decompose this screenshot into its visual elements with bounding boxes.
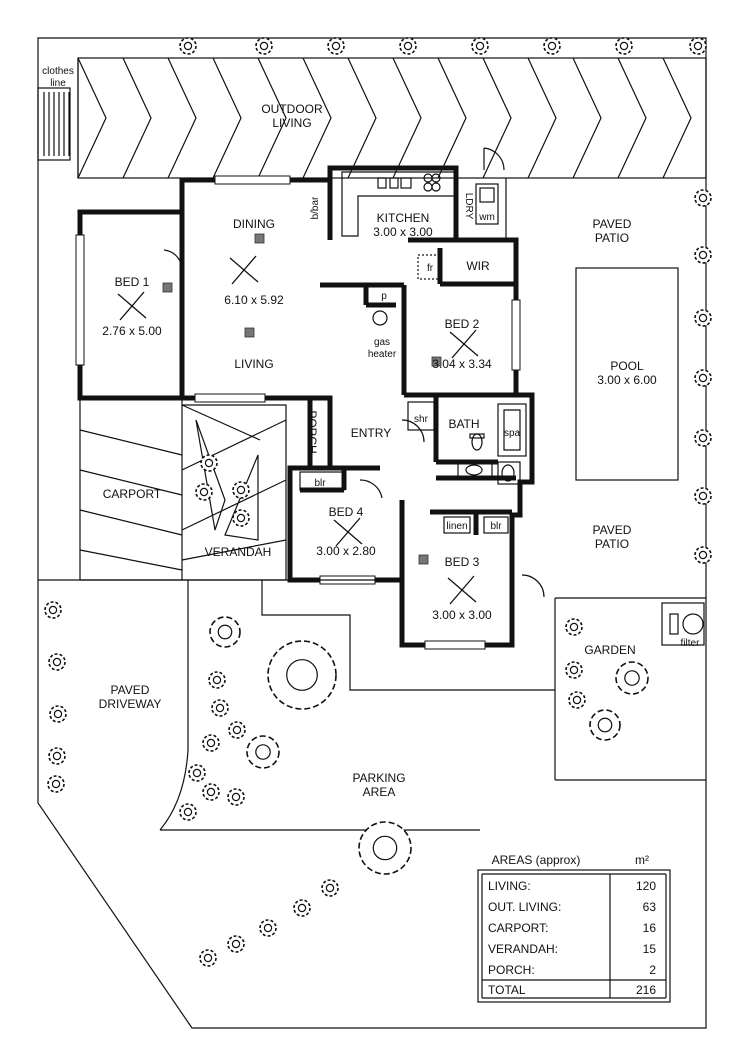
house-walls bbox=[77, 165, 535, 648]
living-dining-dimension: 6.10 x 5.92 bbox=[224, 293, 284, 307]
clothes-line: clothes line bbox=[37, 66, 74, 161]
paved-patio-top-label: PAVED bbox=[593, 217, 632, 231]
paved-driveway-label: DRIVEWAY bbox=[99, 697, 162, 711]
pool-dimension: 3.00 x 6.00 bbox=[597, 373, 657, 387]
gas-heater-label: gas bbox=[374, 337, 390, 348]
light-fittings bbox=[117, 255, 479, 605]
kitchen-label: KITCHEN bbox=[377, 211, 430, 225]
bed4-label: BED 4 bbox=[329, 505, 364, 519]
bath-label: BATH bbox=[448, 417, 479, 431]
bed2-dimension: 3.04 x 3.34 bbox=[432, 357, 492, 371]
areas-table-unit: m² bbox=[635, 853, 649, 867]
kitchen-dimension: 3.00 x 3.00 bbox=[373, 225, 433, 239]
outdoor-living-label: LIVING bbox=[272, 116, 311, 130]
paved-patio-bottom-label: PAVED bbox=[593, 523, 632, 537]
pool-label: POOL bbox=[610, 359, 644, 373]
bath-fittings bbox=[299, 401, 527, 534]
outdoor-living-label: OUTDOOR bbox=[261, 102, 323, 116]
areas-row-label: OUT. LIVING: bbox=[488, 900, 561, 914]
bed4-robe-label: blr bbox=[314, 478, 326, 489]
garden-label: GARDEN bbox=[584, 643, 635, 657]
kitchen-fittings bbox=[341, 171, 499, 280]
bed4-dimension: 3.00 x 2.80 bbox=[316, 544, 376, 558]
areas-total-value: 216 bbox=[636, 983, 656, 997]
areas-row-value: 16 bbox=[643, 921, 657, 935]
entry-label: ENTRY bbox=[351, 426, 391, 440]
paved-driveway-label: PAVED bbox=[111, 683, 150, 697]
living-label: LIVING bbox=[234, 357, 273, 371]
gas-heater-label: heater bbox=[368, 349, 397, 360]
washing-machine-label: wm bbox=[478, 212, 495, 223]
trees bbox=[44, 37, 712, 967]
yard-lines bbox=[38, 178, 706, 831]
areas-row-label: VERANDAH: bbox=[488, 942, 558, 956]
areas-row-value: 63 bbox=[643, 900, 657, 914]
power-points bbox=[162, 233, 442, 565]
bed3-label: BED 3 bbox=[445, 555, 480, 569]
porch-label: PORCH bbox=[305, 410, 319, 453]
parking-area-label: PARKING bbox=[352, 771, 405, 785]
areas-row-label: PORCH: bbox=[488, 963, 535, 977]
site-boundary bbox=[37, 37, 707, 1029]
verandah-label: VERANDAH bbox=[205, 545, 272, 559]
pantry-label: p bbox=[381, 291, 387, 302]
areas-table-title: AREAS (approx) bbox=[492, 853, 581, 867]
areas-row-label: LIVING: bbox=[488, 879, 531, 893]
breakfast-bar-label: b/bar bbox=[310, 196, 321, 219]
clothes-line-label: line bbox=[50, 78, 66, 89]
bed1-label: BED 1 bbox=[115, 275, 150, 289]
parking-area-label: AREA bbox=[363, 785, 396, 799]
areas-row-value: 2 bbox=[649, 963, 656, 977]
linen-label: linen bbox=[446, 521, 467, 532]
bed3-robe-label: blr bbox=[490, 521, 502, 532]
carport-label: CARPORT bbox=[103, 487, 162, 501]
laundry-label: LDRY bbox=[463, 193, 474, 220]
paved-patio-bottom-label: PATIO bbox=[595, 537, 629, 551]
outdoor-living-pergola bbox=[77, 57, 707, 179]
areas-total-label: TOTAL bbox=[488, 983, 526, 997]
room-labels: OUTDOOR LIVING KITCHEN 3.00 x 3.00 b/bar… bbox=[99, 102, 700, 799]
spa-label: spa bbox=[504, 428, 521, 439]
shower-label: shr bbox=[414, 414, 429, 425]
areas-row-value: 120 bbox=[636, 879, 656, 893]
areas-row-label: CARPORT: bbox=[488, 921, 548, 935]
wir-label: WIR bbox=[466, 259, 490, 273]
clothes-line-label: clothes bbox=[42, 66, 74, 77]
areas-row-value: 15 bbox=[643, 942, 657, 956]
paved-patio-top-label: PATIO bbox=[595, 231, 629, 245]
bed3-dimension: 3.00 x 3.00 bbox=[432, 608, 492, 622]
filter-label: filter bbox=[681, 638, 701, 649]
dining-label: DINING bbox=[233, 217, 275, 231]
fridge-label: fr bbox=[427, 263, 434, 274]
bed2-label: BED 2 bbox=[445, 317, 480, 331]
bed1-dimension: 2.76 x 5.00 bbox=[102, 324, 162, 338]
